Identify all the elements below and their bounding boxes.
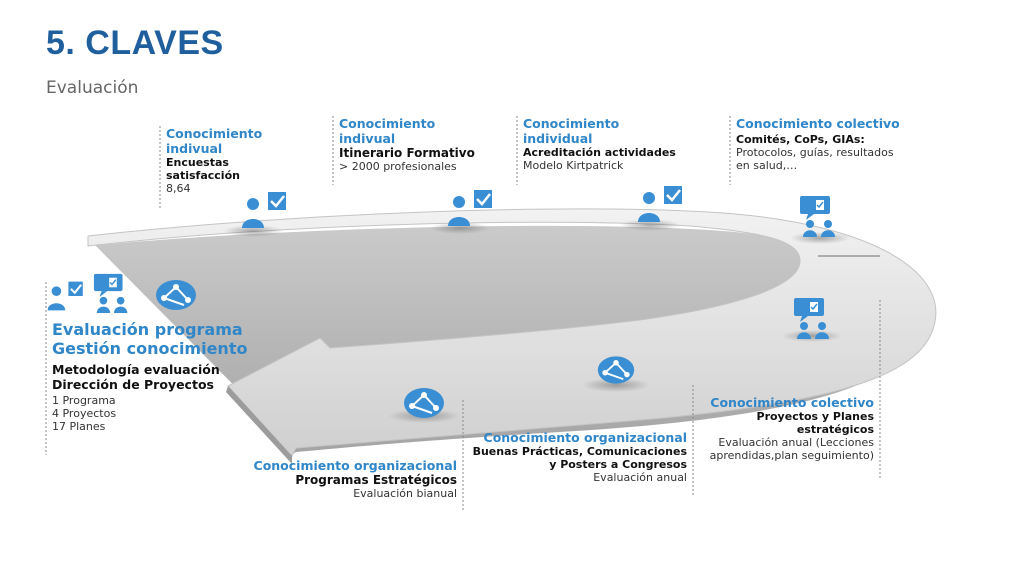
globe-network-icon (597, 356, 635, 384)
group-chat-icon (794, 298, 829, 339)
bottom-annotation-2: Conocimiento organizacional Buenas Práct… (473, 430, 687, 484)
label-title: Conocimiento colectivo (736, 116, 900, 131)
label-title: Conocimiento colectivo (710, 395, 874, 410)
person-check-icon (448, 190, 492, 226)
label-bold: Buenas Prácticas, Comunicaciones (472, 445, 687, 458)
left-detail-2: 4 Proyectos (52, 407, 117, 420)
label-title: indivual (339, 131, 396, 146)
page-title: 5. CLAVES (46, 24, 224, 62)
left-sub-1: Metodología evaluación (52, 362, 220, 377)
group-chat-icon (93, 273, 128, 314)
label-bold: Itinerario Formativo (339, 146, 475, 160)
label-value: Evaluación bianual (353, 487, 457, 500)
page-subtitle: Evaluación (46, 78, 139, 98)
bottom-annotation-1: Conocimiento organizacional Programas Es… (254, 458, 457, 500)
label-bold: estratégicos (796, 423, 874, 436)
label-title: Conocimiento organizacional (253, 458, 457, 473)
label-value: Evaluación anual (593, 471, 687, 484)
label-value: en salud,… (736, 159, 798, 172)
label-title: indivual (166, 141, 223, 156)
left-summary: Evaluación programa Gestión conocimiento… (52, 320, 247, 433)
label-title: Conocimiento organizacional (483, 430, 687, 445)
label-title: individual (523, 131, 593, 146)
label-value: > 2000 profesionales (339, 160, 457, 173)
label-value: Modelo Kirtpatrick (523, 159, 624, 172)
label-bold: Programas Estratégicos (295, 473, 457, 487)
person-check-icon (47, 281, 83, 311)
label-bold: Comités, CoPs, GIAs: (736, 133, 865, 146)
label-title: Conocimiento (166, 126, 263, 141)
label-value: aprendidas,plan seguimiento) (709, 449, 874, 462)
top-annotation-2: Conocimiento indivual Itinerario Formati… (339, 116, 475, 173)
person-check-icon (638, 186, 682, 222)
globe-network-icon (156, 280, 196, 310)
label-value: 8,64 (166, 182, 191, 195)
label-title: Conocimiento (523, 116, 620, 131)
label-bold: y Posters a Congresos (549, 458, 687, 471)
label-value: Evaluación anual (Lecciones (718, 436, 874, 449)
globe-network-icon (404, 388, 444, 418)
group-chat-icon (800, 196, 835, 237)
left-sub-2: Dirección de Proyectos (52, 377, 214, 392)
top-annotation-4: Conocimiento colectivo Comités, CoPs, GI… (736, 116, 900, 172)
left-heading-1: Evaluación programa (52, 320, 243, 339)
top-annotation-1: Conocimiento indivual Encuestas satisfac… (166, 126, 262, 195)
left-detail-1: 1 Programa (52, 394, 116, 407)
left-heading-2: Gestión conocimiento (52, 339, 248, 358)
label-title: Conocimiento (339, 116, 436, 131)
road-surface (87, 208, 937, 457)
top-annotation-3: Conocimiento individual Acreditación act… (523, 116, 676, 172)
label-bold: satisfacción (166, 169, 240, 182)
left-detail-3: 17 Planes (52, 420, 106, 433)
person-check-icon (242, 192, 286, 228)
label-bold: Encuestas (166, 156, 229, 169)
label-bold: Proyectos y Planes (756, 410, 874, 423)
label-bold: Acreditación actividades (523, 146, 676, 159)
bottom-annotation-3: Conocimiento colectivo Proyectos y Plane… (710, 395, 874, 462)
label-value: Protocolos, guías, resultados (736, 146, 894, 159)
